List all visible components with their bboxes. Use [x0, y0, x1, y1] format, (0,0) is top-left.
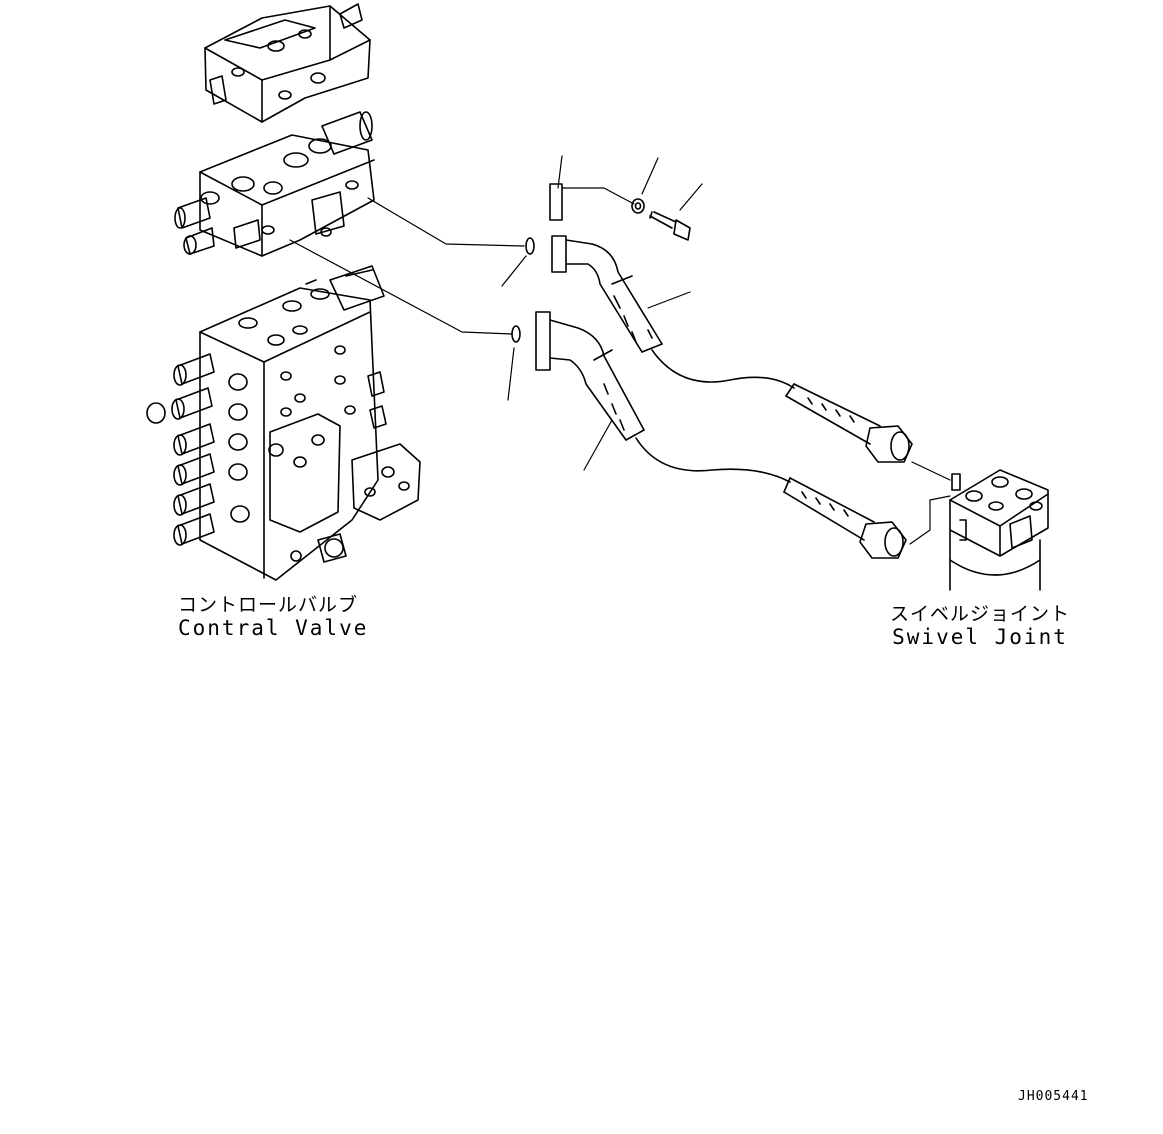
control-valve-body	[146, 265, 421, 581]
swivel-joint-label-en: Swivel Joint	[892, 625, 1068, 649]
split-flange	[549, 183, 563, 221]
swivel-joint	[949, 469, 1049, 591]
hose-upper	[551, 235, 913, 463]
bolt	[649, 211, 691, 241]
control-valve-label-en: Contral Valve	[178, 616, 369, 640]
washer	[631, 198, 645, 214]
leader-lines	[289, 187, 951, 545]
o-ring-upper	[525, 237, 535, 255]
drawing-code: JH005441	[1018, 1089, 1089, 1104]
control-valve-label: コントロールバルブ Contral Valve	[178, 594, 369, 640]
o-ring-lower	[511, 325, 521, 343]
swivel-joint-label-jp: スイベルジョイント	[890, 603, 1071, 625]
valve-section-top	[204, 3, 371, 123]
callout-lines	[501, 155, 703, 471]
valve-section-middle	[174, 111, 375, 257]
control-valve-label-jp: コントロールバルブ	[178, 594, 359, 616]
hose-lower	[535, 311, 907, 559]
swivel-joint-label: スイベルジョイント Swivel Joint	[890, 603, 1070, 649]
